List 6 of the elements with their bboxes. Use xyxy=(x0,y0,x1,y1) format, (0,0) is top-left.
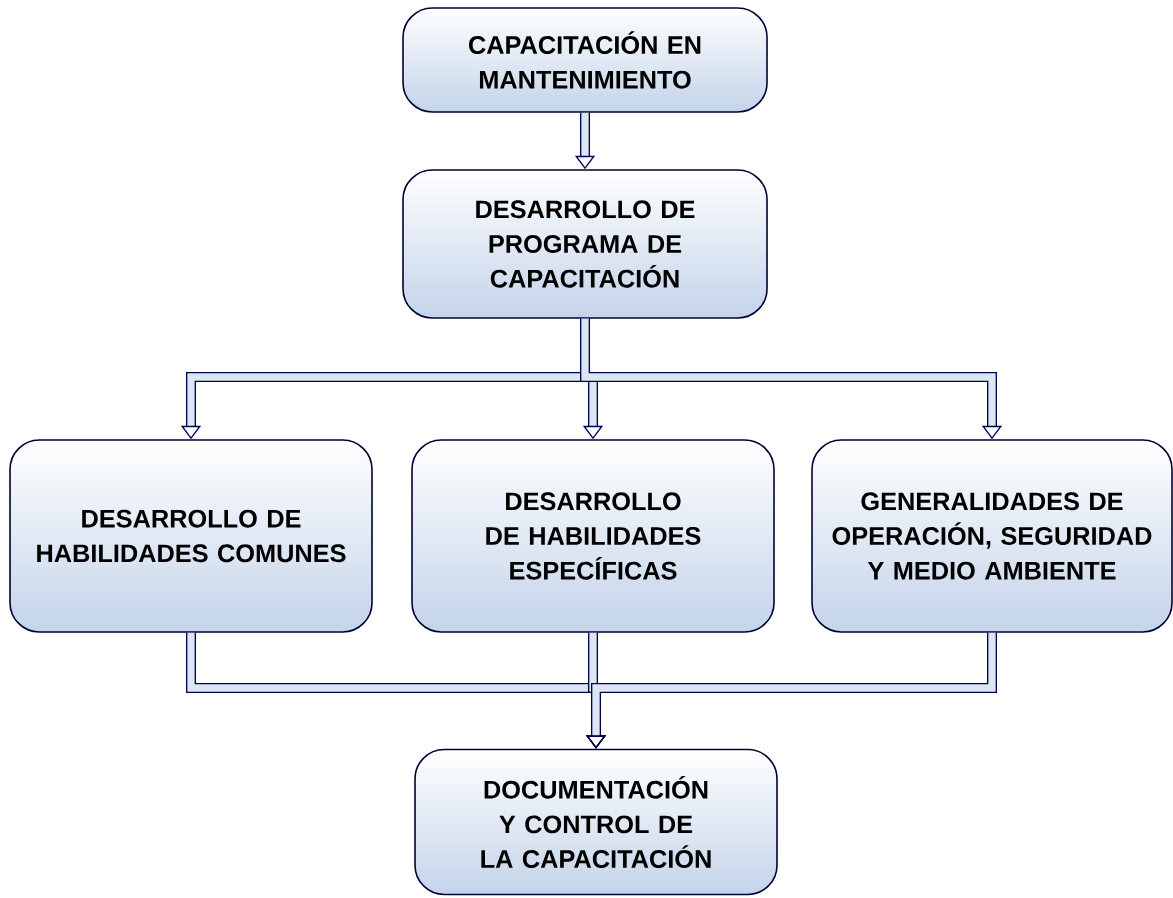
process-box: DESARROLLO DE PROGRAMA DE CAPACITACIÓN xyxy=(402,169,768,319)
process-box: DESARROLLO DE HABILIDADES ESPECÍFICAS xyxy=(411,439,775,633)
process-box: CAPACITACIÓN EN MANTENIMIENTO xyxy=(402,7,768,113)
process-box: DESARROLLO DE HABILIDADES COMUNES xyxy=(9,439,373,633)
process-box: DOCUMENTACIÓN Y CONTROL DE LA CAPACITACIÓN xyxy=(414,748,778,896)
process-box: GENERALIDADES DE OPERACIÓN, SEGURIDAD Y MEDIO AMBIENTE xyxy=(811,439,1173,633)
